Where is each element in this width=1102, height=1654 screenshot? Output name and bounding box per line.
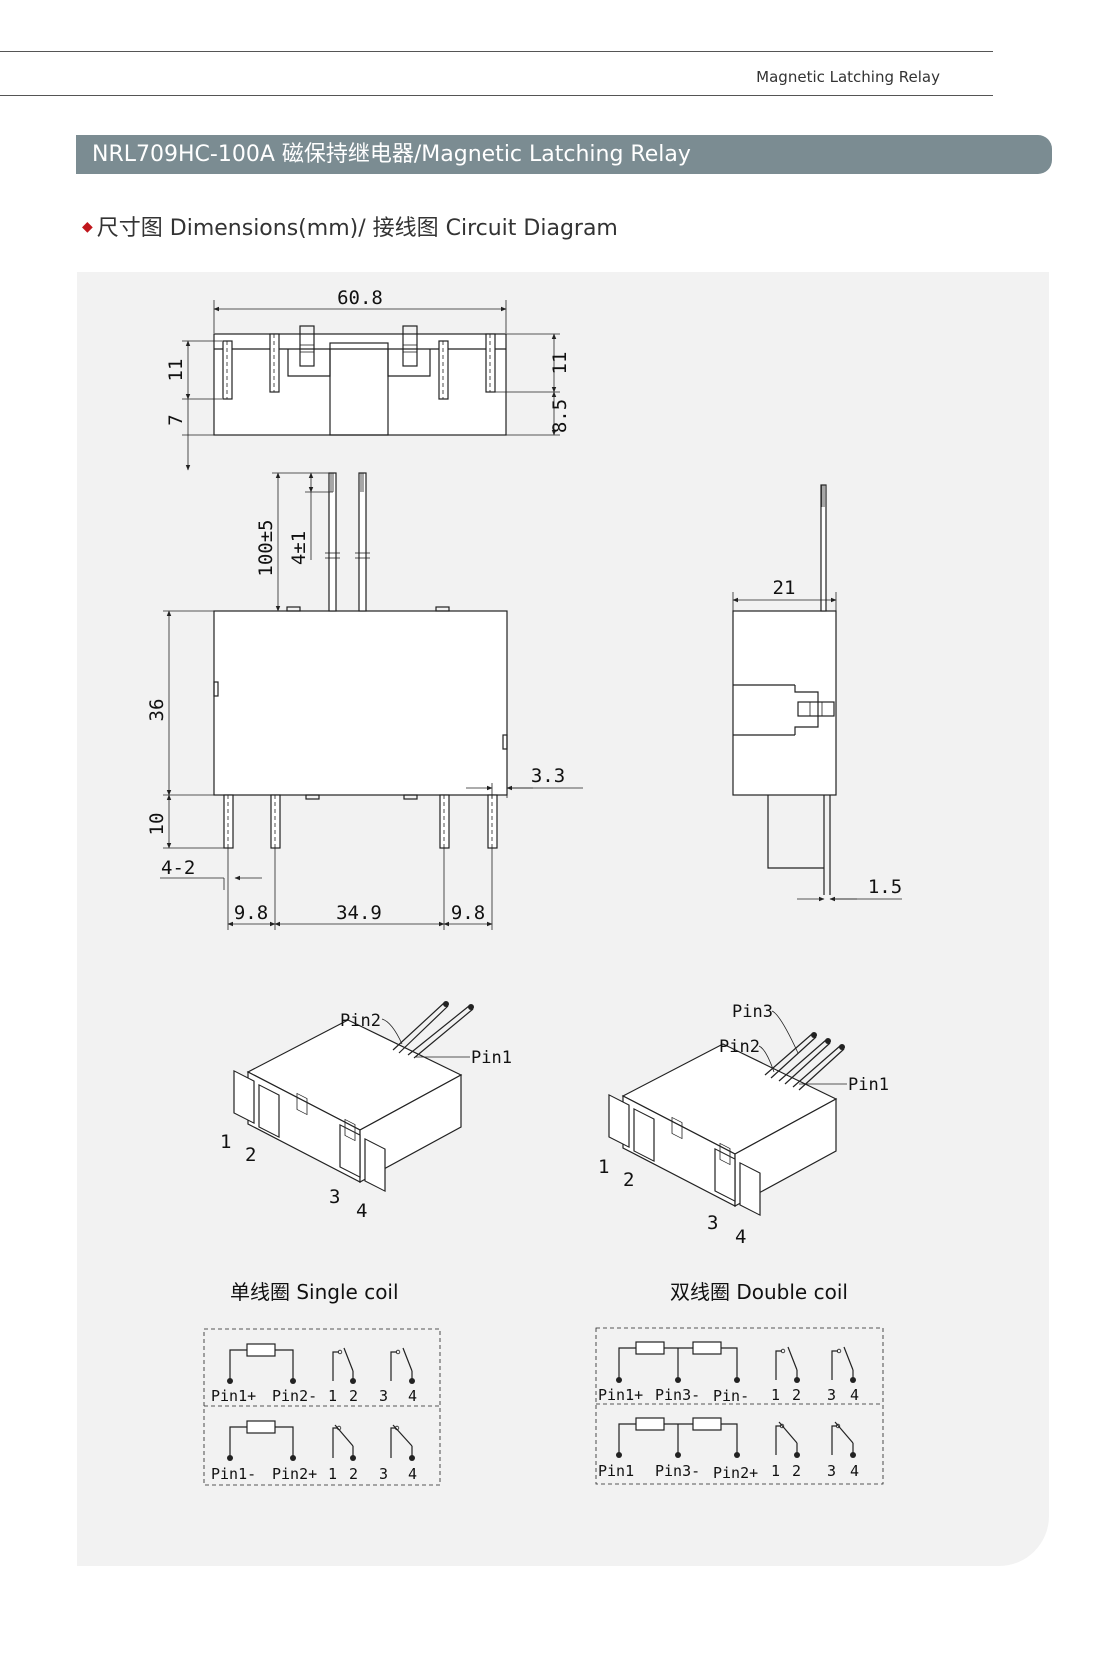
- front-view-body: [213, 610, 508, 796]
- double-r2-t3: 3: [827, 1462, 836, 1480]
- iso-single-coil: Pin2 Pin1 1 2 3 4: [220, 1001, 512, 1222]
- dim-wire-length: 100±5: [255, 519, 277, 576]
- top-pin-2: [269, 333, 280, 393]
- section-heading: ◆尺寸图 Dimensions(mm)/ 接线图 Circuit Diagram: [82, 210, 618, 242]
- single-term-4: 4: [356, 1200, 367, 1222]
- banner-title: NRL709HC-100A 磁保持继电器/Magnetic Latching R…: [92, 142, 691, 167]
- single-r2-pin2plus: Pin2+: [272, 1465, 317, 1483]
- header-bottom-rule: [0, 95, 993, 96]
- single-term-3: 3: [329, 1186, 340, 1208]
- single-r1-pin1plus: Pin1+: [211, 1387, 256, 1405]
- dim-side-lead: 1.5: [868, 876, 902, 898]
- single-coil-caption: 单线圈 Single coil: [230, 1280, 399, 1304]
- technical-drawing: 60.8 11 7 11 8.5: [146, 287, 902, 1486]
- dim-pitch-left: 9.8: [234, 902, 268, 924]
- dim-top-right-lower: 8.5: [549, 399, 571, 433]
- dim-top-left-upper: 11: [165, 359, 187, 382]
- double-circuit-frame: [595, 1327, 884, 1485]
- double-r2-t1: 1: [771, 1462, 780, 1480]
- double-r1-pinminus: Pin-: [713, 1387, 749, 1405]
- double-r2-pin3minus: Pin3-: [655, 1462, 700, 1480]
- single-term-2: 2: [245, 1144, 256, 1166]
- double-r2-pin1: Pin1: [598, 1462, 634, 1480]
- double-wire-pin2-label: Pin2: [719, 1037, 760, 1057]
- top-view-body: [213, 333, 507, 436]
- dim-body-height: 36: [146, 699, 168, 722]
- side-lead-wire: [820, 484, 827, 612]
- single-r2-pin1minus: Pin1-: [211, 1465, 256, 1483]
- double-r1-t1: 1: [771, 1386, 780, 1404]
- single-wire-pin1-label: Pin1: [471, 1048, 512, 1068]
- double-coil-caption: 双线圈 Double coil: [670, 1280, 848, 1304]
- dim-wire-strip: 4±1: [288, 531, 310, 565]
- double-r1-t2: 2: [792, 1386, 801, 1404]
- front-pin-1: [223, 794, 234, 849]
- double-term-1: 1: [598, 1156, 609, 1178]
- double-wire-pin3-label: Pin3: [732, 1002, 773, 1022]
- dim-pin-offset: 3.3: [531, 765, 565, 787]
- dim-top-right-upper: 11: [549, 352, 571, 375]
- single-r2-t1: 1: [328, 1465, 337, 1483]
- single-r1-t3: 3: [379, 1387, 388, 1405]
- single-r2-t4: 4: [408, 1465, 417, 1483]
- double-r1-pin3minus: Pin3-: [655, 1386, 700, 1404]
- side-view: 21 1.5: [732, 484, 902, 902]
- single-r2-t2: 2: [349, 1465, 358, 1483]
- single-term-1: 1: [220, 1131, 231, 1153]
- dim-side-depth: 21: [773, 577, 796, 599]
- top-pin-3: [438, 340, 449, 400]
- single-coil-circuit: Pin1+ Pin2- 1 2 3 4 Pin1- Pin2+ 1 2 3 4: [203, 1328, 441, 1486]
- double-r1-pin1plus: Pin1+: [598, 1386, 643, 1404]
- top-pin-1: [222, 340, 233, 400]
- header-top-rule: [0, 51, 993, 52]
- running-title: Magnetic Latching Relay: [756, 68, 940, 86]
- dim-pin-length: 10: [146, 813, 168, 836]
- dim-top-width: 60.8: [337, 287, 383, 309]
- diamond-bullet-icon: ◆: [82, 219, 93, 235]
- dim-pitch-middle: 34.9: [336, 902, 382, 924]
- front-pin-2: [270, 794, 281, 849]
- double-term-3: 3: [707, 1212, 718, 1234]
- single-wire-pin2-label: Pin2: [340, 1011, 381, 1031]
- double-r1-t3: 3: [827, 1386, 836, 1404]
- section-heading-text: 尺寸图 Dimensions(mm)/ 接线图 Circuit Diagram: [96, 216, 618, 241]
- top-view: 60.8 11 7 11 8.5: [165, 287, 571, 471]
- front-pin-3: [439, 794, 450, 849]
- double-r1-t4: 4: [850, 1386, 859, 1404]
- lead-wire-2: [358, 472, 367, 612]
- side-view-body: [732, 610, 837, 796]
- single-r1-t1: 1: [328, 1387, 337, 1405]
- double-r2-t4: 4: [850, 1462, 859, 1480]
- double-r2-t2: 2: [792, 1462, 801, 1480]
- top-pin-4: [485, 333, 496, 393]
- lead-wire-1: [328, 472, 337, 612]
- title-banner: NRL709HC-100A 磁保持继电器/Magnetic Latching R…: [76, 135, 1052, 174]
- dim-pitch-right: 9.8: [451, 902, 485, 924]
- single-r1-t2: 2: [349, 1387, 358, 1405]
- front-pin-4: [487, 794, 498, 849]
- single-r1-t4: 4: [408, 1387, 417, 1405]
- single-r2-t3: 3: [379, 1465, 388, 1483]
- double-r2-pin2plus: Pin2+: [713, 1464, 758, 1482]
- double-term-4: 4: [735, 1226, 746, 1248]
- double-term-2: 2: [623, 1169, 634, 1191]
- double-coil-circuit: Pin1+ Pin3- Pin- 1 2 3 4 Pin1 Pin3- Pin2…: [595, 1327, 884, 1485]
- iso-double-coil: Pin3 Pin2 Pin1 1 2 3 4: [598, 1002, 889, 1248]
- dim-top-left-lower: 7: [165, 414, 187, 425]
- dim-pin-thickness: 4-2: [161, 857, 195, 879]
- front-view: 100±5 4±1 36 10 4-2 3.3 9.8: [146, 472, 583, 930]
- single-r1-pin2minus: Pin2-: [272, 1387, 317, 1405]
- double-wire-pin1-label: Pin1: [848, 1075, 889, 1095]
